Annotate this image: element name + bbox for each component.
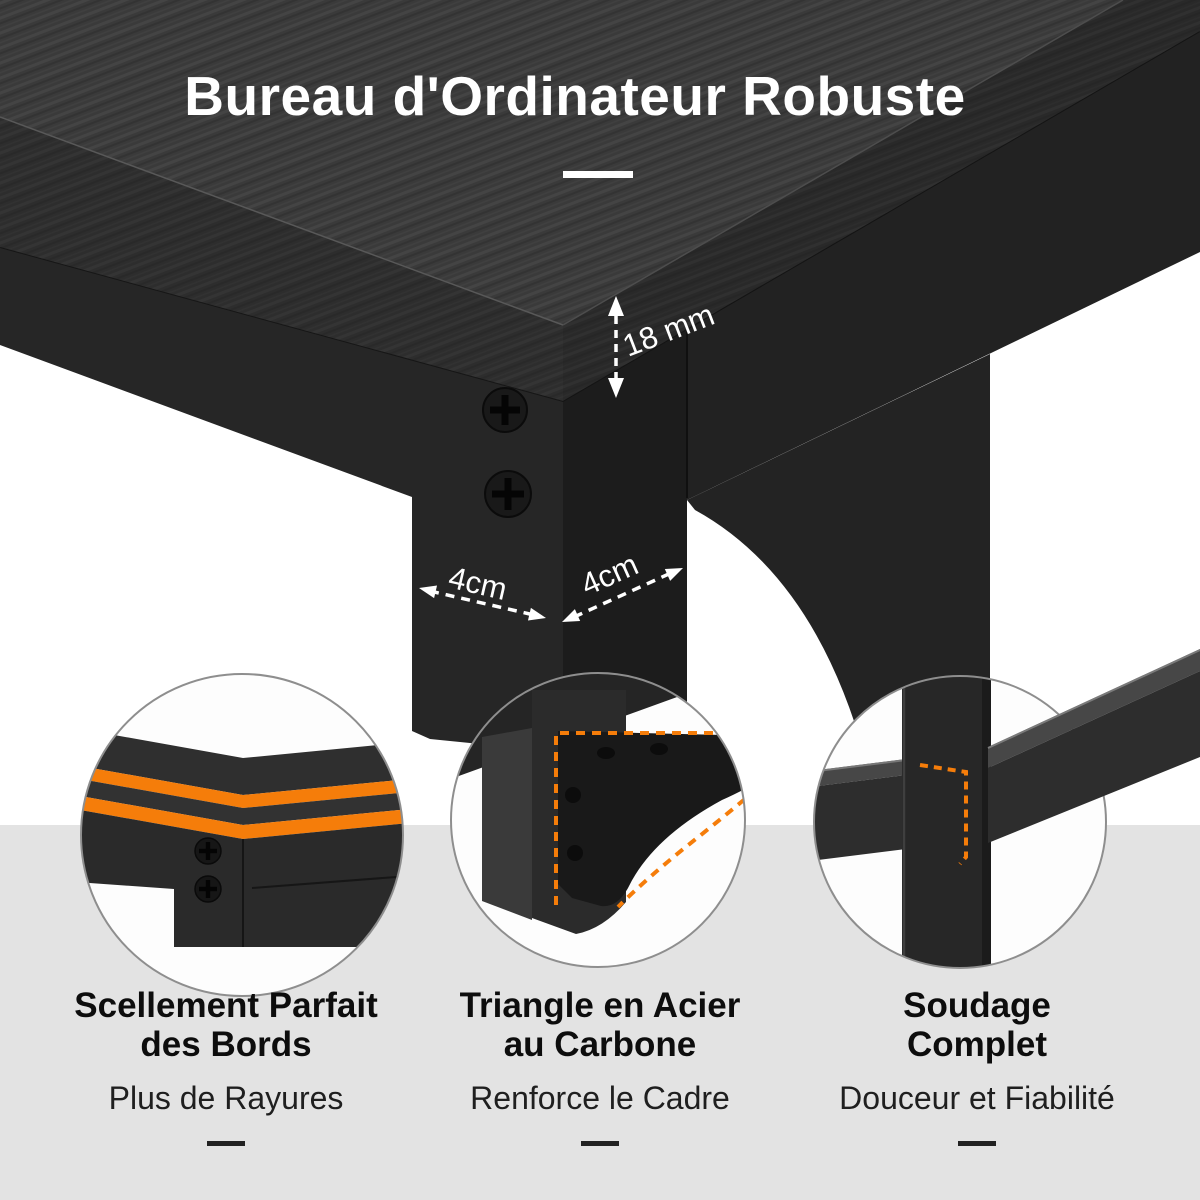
welded-joint-zoom [814, 676, 991, 968]
zoom-leg-left-face [482, 728, 532, 920]
zoom-crossbar-left [814, 775, 906, 861]
feature-heading: Soudage Complet [777, 986, 1177, 1064]
desk-edge-left-grain [0, 117, 563, 402]
bracket-screw [650, 743, 668, 755]
desk [0, 0, 1200, 403]
feature-heading-line1: Scellement Parfait [74, 986, 378, 1025]
feature-heading: Scellement Parfait des Bords [26, 986, 426, 1064]
edge-bottom-seam-right [562, 31, 1200, 403]
edge-highlight-stripe-bottom [81, 795, 403, 839]
arrow-down-icon [608, 378, 624, 398]
feature-heading-line1: Soudage [903, 986, 1051, 1025]
feature-full-welding: Soudage Complet Douceur et Fiabilité [777, 986, 1177, 1146]
callout-circle-border [80, 673, 404, 997]
callout-circle-border [813, 675, 1107, 969]
feature-heading: Triangle en Acier au Carbone [400, 986, 800, 1064]
feature-dash [207, 1141, 245, 1146]
feature-subtitle: Plus de Rayures [108, 1080, 344, 1116]
screw [194, 875, 222, 903]
arrow-right-icon [527, 607, 546, 621]
zoom-desk-top-band [81, 728, 403, 795]
feature-heading-line1: Triangle en Acier [459, 986, 741, 1025]
arrow-left-icon [419, 585, 438, 599]
zoom-panel-seam [251, 875, 403, 889]
callout-edge-sealing [80, 673, 404, 997]
weld-dashed-outline [919, 763, 968, 866]
crossbar-right [988, 671, 1200, 843]
zoom-desk-edge-band [81, 778, 403, 825]
arrow-up-icon [608, 296, 624, 316]
screw [484, 470, 532, 518]
zoom-frame-post [902, 676, 991, 968]
edge-seam-left [0, 116, 564, 326]
feature-steel-triangle: Triangle en Acier au Carbone Renforce le… [400, 986, 800, 1146]
feature-heading-line2: Complet [907, 1025, 1047, 1064]
front-leg-right-face [563, 330, 687, 740]
crossbar-right-bevel [988, 649, 1200, 768]
bracket-screw [597, 747, 615, 759]
arrow-upright-icon [664, 568, 683, 581]
apron-left-and-front-leg [0, 248, 563, 744]
title-underline-dash [563, 171, 633, 178]
post-right-shade [982, 676, 991, 968]
feature-dash [958, 1141, 996, 1146]
callout-welded-joint [813, 649, 1200, 969]
feature-subtitle: Renforce le Cadre [470, 1080, 730, 1116]
desk-edge-right-grain [563, 0, 1200, 402]
edge-sealing-zoom [81, 728, 403, 947]
feature-subtitle: Douceur et Fiabilité [839, 1080, 1115, 1116]
apron-right [687, 32, 1200, 500]
page-title: Bureau d'Ordinateur Robuste [184, 65, 966, 127]
screw [482, 387, 528, 433]
screw [194, 837, 222, 865]
feature-edge-sealing: Scellement Parfait des Bords Plus de Ray… [26, 986, 426, 1146]
zoom-crossbar-left-bevel [814, 759, 906, 787]
arrow-downleft-icon [562, 609, 581, 622]
crossbar-right-highlight [987, 649, 1200, 749]
desk-top-grain [0, 0, 1123, 325]
feature-dash [581, 1141, 619, 1146]
callout-circle-border [450, 672, 746, 968]
bracket-screw [567, 845, 583, 861]
crossbar-left-highlight [814, 759, 907, 773]
feature-heading-line2: au Carbone [503, 1025, 697, 1064]
feature-heading-line2: des Bords [140, 1025, 312, 1064]
bracket-dashed-curve [616, 745, 745, 909]
edge-highlight-stripe-top [81, 765, 403, 808]
bracket-screw [565, 787, 581, 803]
edge-seam-right [562, 0, 1124, 326]
